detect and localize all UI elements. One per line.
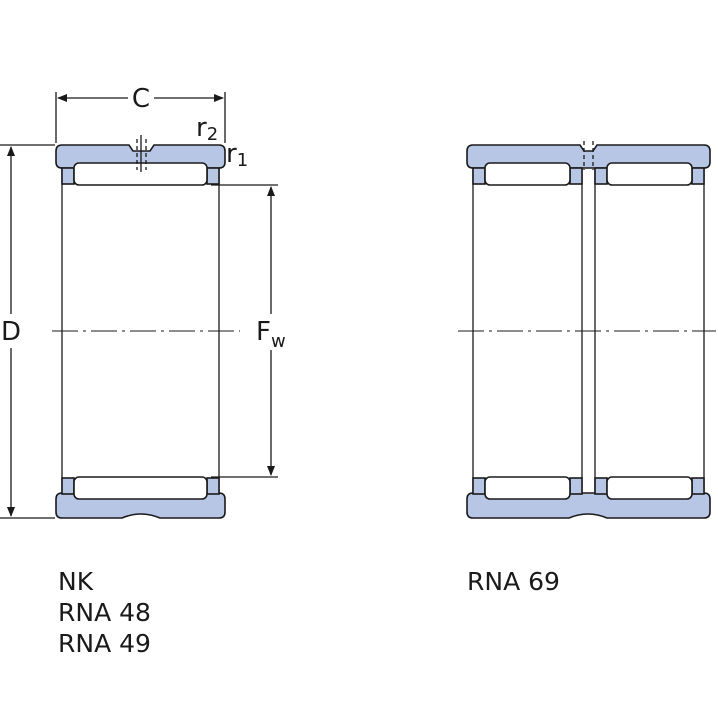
caption-left: NK RNA 48 RNA 49 bbox=[58, 566, 151, 659]
rb-flange-br bbox=[691, 477, 705, 495]
dim-label-fw: Fw bbox=[256, 317, 286, 352]
rb-flange-tmr bbox=[594, 167, 608, 185]
caption-left-line-3: RNA 49 bbox=[58, 629, 151, 658]
rb-flange-tr bbox=[691, 167, 705, 185]
rb-roller-bottom-right bbox=[606, 476, 693, 500]
rb-roller-top-right bbox=[606, 162, 693, 186]
dim-label-r1: r1 bbox=[226, 139, 248, 171]
flange-top-left bbox=[61, 167, 75, 185]
caption-right: RNA 69 bbox=[467, 566, 560, 597]
rb-flange-bml bbox=[569, 477, 583, 495]
roller-bottom bbox=[73, 476, 208, 500]
rb-flange-bmr bbox=[594, 477, 608, 495]
flange-top-right bbox=[206, 167, 220, 185]
rb-flange-tl bbox=[472, 167, 486, 185]
caption-right-line-1: RNA 69 bbox=[467, 567, 560, 596]
dim-label-c: C bbox=[132, 84, 150, 114]
rb-roller-bottom-left bbox=[484, 476, 571, 500]
caption-left-line-1: NK bbox=[58, 567, 94, 596]
single-row-bearing: C r2 r1 D Fw bbox=[0, 84, 286, 519]
flange-bottom-right bbox=[206, 477, 220, 495]
dim-label-d: D bbox=[1, 317, 21, 347]
rb-flange-tml bbox=[569, 167, 583, 185]
rb-flange-bl bbox=[472, 477, 486, 495]
caption-left-line-2: RNA 48 bbox=[58, 598, 151, 627]
rb-roller-top-left bbox=[484, 162, 571, 186]
dim-label-r2: r2 bbox=[196, 113, 218, 145]
flange-bottom-left bbox=[61, 477, 75, 495]
double-row-bearing bbox=[458, 141, 716, 519]
